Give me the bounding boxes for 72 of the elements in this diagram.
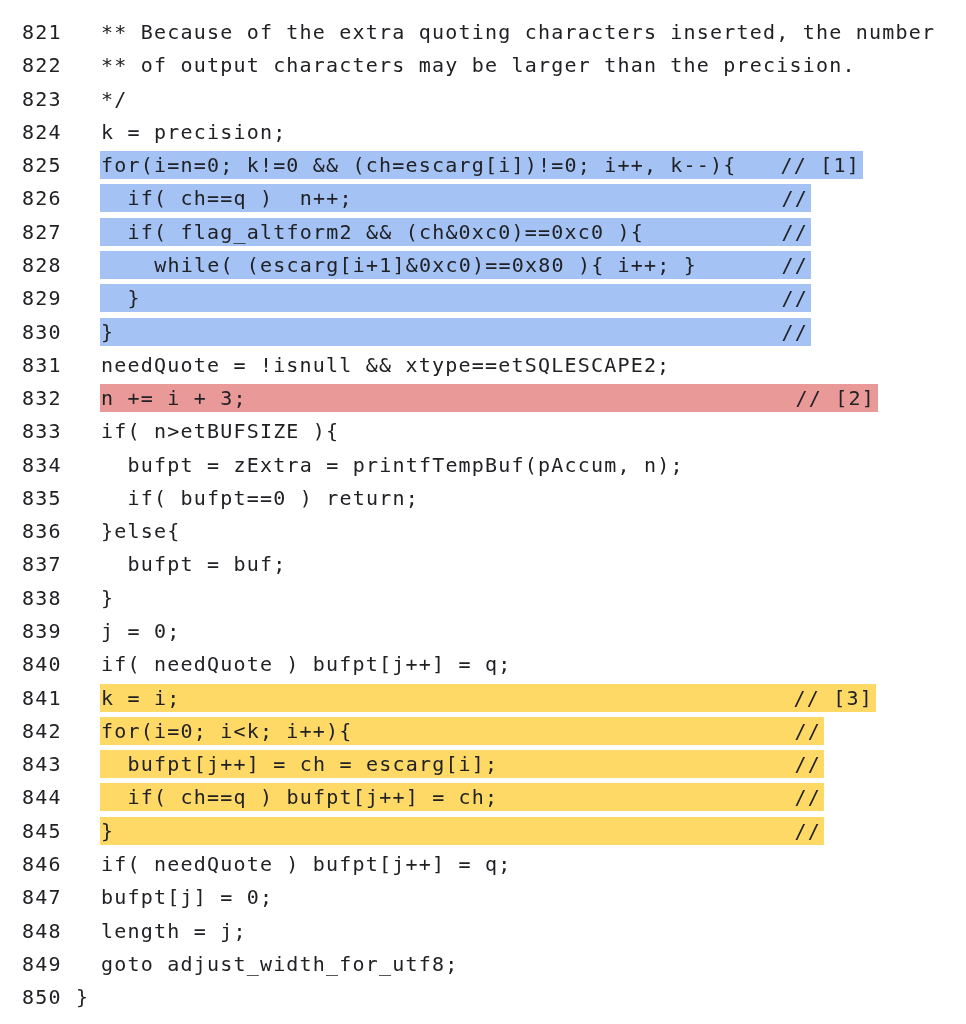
code-comment: // xyxy=(781,285,808,312)
line-number: 833 xyxy=(22,418,62,445)
code-line: needQuote = !isnull && xtype==etSQLESCAPE2; xyxy=(101,352,671,379)
line-number: 841 xyxy=(22,685,62,712)
code-comment: // xyxy=(781,219,808,246)
code-line: n += i + 3; xyxy=(101,385,247,412)
line-number: 843 xyxy=(22,751,62,778)
line-number: 849 xyxy=(22,951,62,978)
code-line: } xyxy=(76,984,90,1011)
code-line: goto adjust_width_for_utf8; xyxy=(101,951,459,978)
line-number: 825 xyxy=(22,152,62,179)
line-number: 828 xyxy=(22,252,62,279)
line-number: 834 xyxy=(22,452,62,479)
code-line: } xyxy=(101,818,115,845)
line-number: 826 xyxy=(22,185,62,212)
line-number: 844 xyxy=(22,784,62,811)
code-comment: // [2] xyxy=(795,385,875,412)
line-number: 831 xyxy=(22,352,62,379)
code-line: if( n>etBUFSIZE ){ xyxy=(101,418,340,445)
code-line: for(i=0; i<k; i++){ xyxy=(101,718,353,745)
line-number: 830 xyxy=(22,319,62,346)
code-comment: // xyxy=(794,784,821,811)
line-number: 824 xyxy=(22,119,62,146)
line-number: 837 xyxy=(22,551,62,578)
code-line: bufpt = buf; xyxy=(127,551,287,578)
code-comment: // xyxy=(794,751,821,778)
line-number: 846 xyxy=(22,851,62,878)
code-line: k = i; xyxy=(101,685,181,712)
code-line: j = 0; xyxy=(101,618,181,645)
code-comment: // xyxy=(781,252,808,279)
code-comment: // [3] xyxy=(793,685,873,712)
line-number: 847 xyxy=(22,884,62,911)
code-line: ** of output characters may be larger than the precision. xyxy=(101,52,856,79)
code-line: bufpt[j] = 0; xyxy=(101,884,274,911)
line-number: 836 xyxy=(22,518,62,545)
code-line: if( needQuote ) bufpt[j++] = q; xyxy=(101,851,512,878)
code-line: if( bufpt==0 ) return; xyxy=(127,485,419,512)
code-comment: // xyxy=(781,319,808,346)
code-line: if( needQuote ) bufpt[j++] = q; xyxy=(101,651,512,678)
line-number: 829 xyxy=(22,285,62,312)
line-number: 827 xyxy=(22,219,62,246)
line-number: 838 xyxy=(22,585,62,612)
code-line: if( ch==q ) bufpt[j++] = ch; xyxy=(127,784,499,811)
code-line: */ xyxy=(101,86,128,113)
code-line: bufpt = zExtra = printfTempBuf(pAccum, n); xyxy=(127,452,684,479)
code-line: k = precision; xyxy=(101,119,287,146)
line-number: 845 xyxy=(22,818,62,845)
code-line: if( ch==q ) n++; xyxy=(127,185,353,212)
code-line: while( (escarg[i+1]&0xc0)==0x80 ){ i++; } xyxy=(154,252,698,279)
code-line: if( flag_altform2 && (ch&0xc0)==0xc0 ){ xyxy=(127,219,644,246)
line-number: 821 xyxy=(22,19,62,46)
line-number: 840 xyxy=(22,651,62,678)
code-line: length = j; xyxy=(101,918,247,945)
line-number: 848 xyxy=(22,918,62,945)
code-comment: // xyxy=(794,718,821,745)
code-line: } xyxy=(127,285,141,312)
code-line: } xyxy=(101,585,115,612)
code-comment: // xyxy=(794,818,821,845)
code-line: for(i=n=0; k!=0 && (ch=escarg[i])!=0; i++, k--){ xyxy=(101,152,737,179)
line-number: 822 xyxy=(22,52,62,79)
line-number: 850 xyxy=(22,984,62,1011)
code-line: }else{ xyxy=(101,518,181,545)
line-number: 823 xyxy=(22,86,62,113)
code-comment: // xyxy=(781,185,808,212)
code-comment: // [1] xyxy=(780,152,860,179)
line-number: 839 xyxy=(22,618,62,645)
code-line: } xyxy=(101,319,115,346)
code-line: ** Because of the extra quoting characters inserted, the number xyxy=(101,19,936,46)
code-line: bufpt[j++] = ch = escarg[i]; xyxy=(127,751,499,778)
line-number: 832 xyxy=(22,385,62,412)
line-number: 835 xyxy=(22,485,62,512)
line-number: 842 xyxy=(22,718,62,745)
